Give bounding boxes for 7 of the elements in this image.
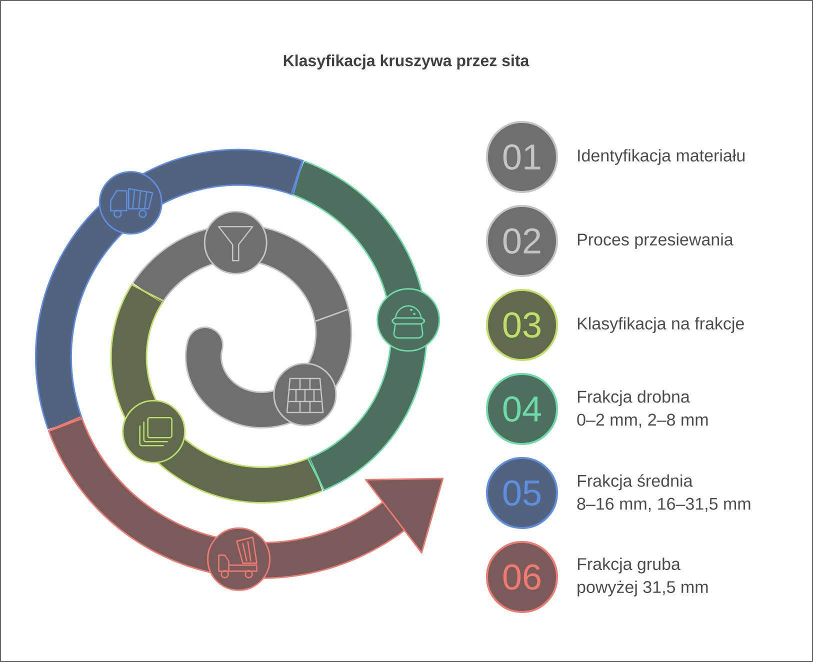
step-label: Identyfikacja materiału <box>578 149 745 165</box>
title: Klasyfikacja kruszywa przez sita <box>284 54 530 70</box>
step-label: Klasyfikacja na frakcje <box>578 317 744 333</box>
step-label: Frakcja gruba powyżej 31,5 mm <box>578 558 708 596</box>
step-label: Frakcja drobna 0–2 mm, 2–8 mm <box>577 390 708 428</box>
step-label: Frakcja średnia 8–16 mm, 16–31,5 mm <box>577 474 750 512</box>
step-label: Proces przesiewania <box>578 233 734 249</box>
